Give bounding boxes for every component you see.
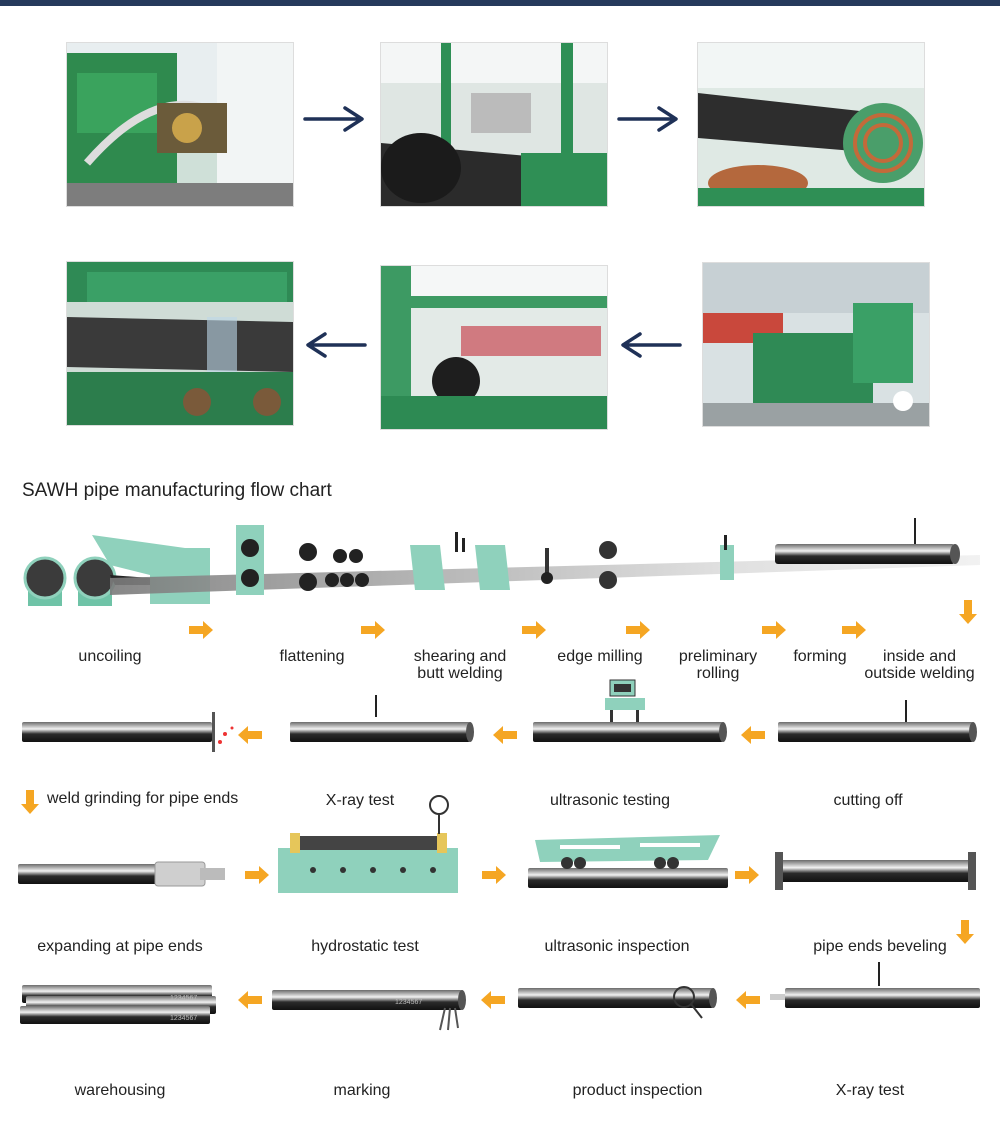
- label-uncoiling: uncoiling: [78, 648, 142, 665]
- cutting-off-pipe: [778, 700, 977, 742]
- preliminary-rolling-machine: [720, 535, 734, 580]
- uncoiling-machine: [23, 535, 210, 606]
- shearing-machine: [410, 532, 510, 590]
- label-hydrostatic: hydrostatic test: [311, 938, 419, 955]
- label-preliminary-line2: rolling: [696, 665, 740, 682]
- label-expanding: expanding at pipe ends: [37, 938, 203, 955]
- label-warehousing: warehousing: [74, 1082, 166, 1099]
- ultrasonic-testing-pipe: [533, 679, 727, 742]
- warehouse-marking-2: 1234567: [170, 1015, 197, 1022]
- top-bar: [0, 0, 1000, 6]
- label-forming: forming: [793, 648, 847, 665]
- hydrostatic-test-machine: [278, 795, 458, 893]
- marking-pipe: 1234567: [272, 990, 466, 1031]
- nav-arrow-right-1: [303, 106, 364, 132]
- flattening-machine: [236, 525, 369, 595]
- xray-test-pipe-1: [290, 695, 474, 742]
- edge-milling-machine: [541, 541, 617, 589]
- label-shearing-line1: shearing and: [413, 648, 507, 665]
- weld-grinding-pipe: [22, 712, 234, 752]
- chart-title: SAWH pipe manufacturing flow chart: [22, 480, 332, 501]
- label-edge-milling: edge milling: [557, 648, 643, 665]
- label-xray-test-2: X-ray test: [835, 1082, 905, 1099]
- label-ultrasonic-testing: ultrasonic testing: [549, 792, 671, 809]
- marking-text: 1234567: [395, 999, 422, 1006]
- beveling-pipe: [775, 852, 976, 890]
- label-beveling: pipe ends beveling: [813, 938, 947, 955]
- expanding-pipe: [18, 861, 225, 887]
- photo-welding-machine: [66, 42, 294, 207]
- nav-arrow-left-2: [621, 332, 682, 358]
- label-shearing-line2: butt welding: [417, 665, 503, 682]
- label-preliminary-line1: preliminary: [678, 648, 758, 665]
- label-ultrasonic-inspection: ultrasonic inspection: [544, 938, 690, 955]
- label-cutting-off: cutting off: [833, 792, 903, 809]
- nav-arrow-left-1: [306, 332, 367, 358]
- label-marking: marking: [333, 1082, 391, 1099]
- product-inspection-pipe: [518, 986, 717, 1019]
- ultrasonic-inspection-machine: [528, 835, 728, 888]
- warehouse-marking-1: 1234567: [170, 995, 197, 1002]
- photo-factory-floor: [702, 262, 930, 427]
- photo-pipe-forming-line: [380, 42, 608, 207]
- label-product-inspection: product inspection: [572, 1082, 703, 1099]
- label-flattening: flattening: [279, 648, 345, 665]
- nav-arrow-right-2: [617, 106, 678, 132]
- photo-ultrasonic-frame: [380, 265, 608, 430]
- label-weld-grinding: weld grinding for pipe ends: [47, 790, 239, 807]
- label-inside-line2: outside welding: [864, 665, 975, 682]
- photo-pipe-on-conveyor: [66, 261, 294, 426]
- xray-test-pipe-2: [770, 962, 980, 1008]
- label-inside-line1: inside and: [883, 648, 956, 665]
- forming-pipe: [775, 518, 960, 564]
- warehousing-pipes: 1234567 1234567: [20, 985, 216, 1024]
- photo-pipe-and-coil: [697, 42, 925, 207]
- label-xray-test-1: X-ray test: [325, 792, 395, 809]
